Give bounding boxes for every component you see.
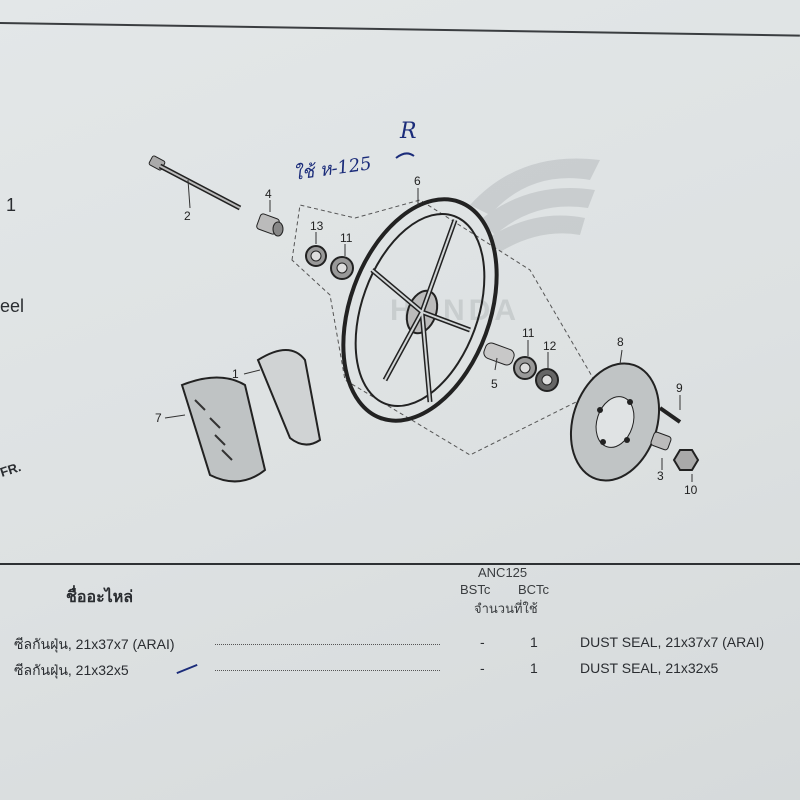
figure-number: 1 bbox=[6, 195, 17, 215]
table-row: ซีลกันฝุ่น, 21x37x7 (ARAI) - 1 DUST SEAL… bbox=[0, 634, 800, 656]
wheel-label-fragment: eel bbox=[0, 296, 25, 316]
table-row: ซีลกันฝุ่น, 21x32x5 - 1 DUST SEAL, 21x32… bbox=[0, 660, 800, 682]
tire bbox=[180, 376, 267, 483]
dotted-leader bbox=[215, 670, 440, 671]
bearing-11-right bbox=[513, 356, 537, 380]
part-name-thai: ซีลกันฝุ่น, 21x37x7 (ARAI) bbox=[14, 636, 175, 652]
axle-bolt bbox=[148, 155, 242, 211]
bearing-13 bbox=[305, 245, 327, 267]
handwritten-note: ใช้ ห-125 bbox=[292, 152, 373, 185]
dotted-leader bbox=[215, 644, 440, 645]
callout-11-right: 11 bbox=[522, 326, 535, 340]
disc-bolt bbox=[658, 406, 682, 424]
exploded-wheel-diagram: HONDA bbox=[0, 30, 800, 560]
distance-collar bbox=[483, 342, 515, 366]
qty-bst: - bbox=[480, 660, 485, 676]
inner-tube bbox=[256, 349, 322, 446]
qty-bct: 1 bbox=[530, 660, 538, 676]
side-collar bbox=[256, 213, 284, 237]
model-header: ANC125 bbox=[478, 565, 528, 580]
part-name-english: DUST SEAL, 21x37x7 (ARAI) bbox=[580, 634, 765, 650]
callout-9: 9 bbox=[676, 381, 683, 395]
callout-6: 6 bbox=[414, 174, 421, 188]
callout-7: 7 bbox=[155, 411, 162, 425]
quantity-header: จำนวนที่ใช้ bbox=[474, 601, 538, 616]
callout-8: 8 bbox=[617, 335, 624, 349]
callout-4: 4 bbox=[265, 187, 272, 201]
callout-1: 1 bbox=[232, 367, 239, 381]
qty-bct: 1 bbox=[530, 634, 538, 650]
callout-3: 3 bbox=[657, 469, 664, 483]
callout-10: 10 bbox=[684, 483, 698, 497]
leader-lines bbox=[164, 179, 693, 482]
callout-2: 2 bbox=[184, 209, 191, 223]
col-bst-header: BSTc bbox=[460, 582, 491, 597]
front-wheel bbox=[341, 197, 499, 423]
col-bct-header: BCTc bbox=[518, 582, 550, 597]
callout-5: 5 bbox=[491, 377, 498, 391]
table-top-border bbox=[0, 563, 800, 565]
axle-nut bbox=[672, 449, 700, 471]
side-collar-3 bbox=[650, 431, 672, 451]
callout-11-left: 11 bbox=[340, 231, 353, 245]
part-name-header: ชื่ออะไหล่ bbox=[66, 587, 134, 606]
dust-seal-12 bbox=[535, 368, 559, 392]
assembly-outline bbox=[291, 199, 601, 456]
callout-13: 13 bbox=[310, 219, 324, 233]
part-name-thai: ซีลกันฝุ่น, 21x32x5 bbox=[14, 662, 129, 678]
callout-12: 12 bbox=[543, 339, 557, 353]
part-name-english: DUST SEAL, 21x32x5 bbox=[580, 660, 719, 676]
handwritten-letter: R bbox=[399, 119, 417, 144]
qty-bst: - bbox=[480, 634, 485, 650]
bearing-11-left bbox=[330, 256, 354, 280]
brake-disc bbox=[569, 362, 661, 482]
